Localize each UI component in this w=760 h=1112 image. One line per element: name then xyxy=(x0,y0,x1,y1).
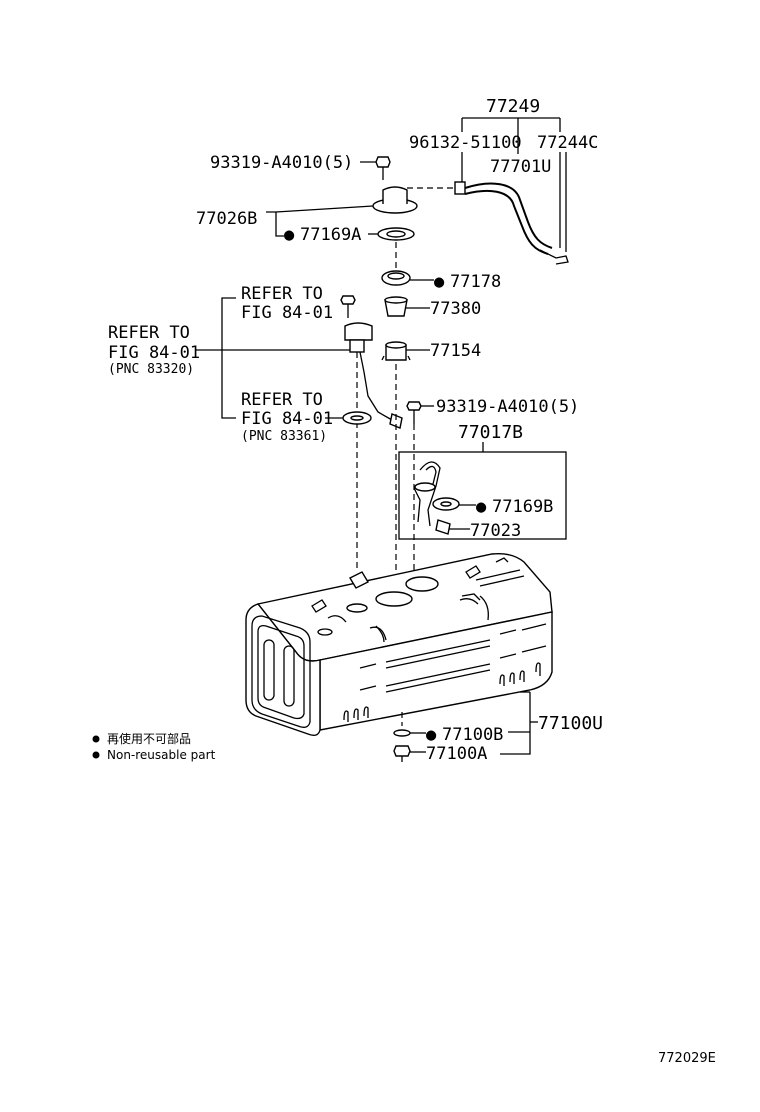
label-77244c: 77244C xyxy=(537,133,598,153)
filter-77023-icon xyxy=(435,519,451,535)
hose-clamp-icon xyxy=(454,181,466,195)
refer-pnc-label-2: (PNC 83320) xyxy=(108,362,194,377)
bullet-77169b: ● xyxy=(476,497,487,517)
legend-line-2: Non-reusable part xyxy=(107,748,216,762)
label-77249: 77249 xyxy=(486,96,540,117)
label-77100b: 77100B xyxy=(442,725,503,745)
refer-fig-label-3: FIG 84-01 xyxy=(241,409,333,429)
bolt-mid-icon xyxy=(406,401,422,424)
label-77100u: 77100U xyxy=(538,713,603,734)
pump-bracket-77154-icon xyxy=(381,341,411,361)
gasket-77169b-icon xyxy=(432,497,460,511)
fuel-tank-icon xyxy=(245,552,553,737)
refer-fig-label-1: FIG 84-01 xyxy=(241,303,333,323)
sender-cover-77026b xyxy=(372,186,455,214)
legend-bullet-icon xyxy=(92,751,100,759)
refer-to-label-3: REFER TO xyxy=(241,390,323,410)
label-77169b: 77169B xyxy=(492,497,553,517)
label-77380: 77380 xyxy=(430,299,481,319)
suction-pipe-77017b-icon xyxy=(413,461,441,527)
label-77100a: 77100A xyxy=(426,744,487,764)
refer-fig-label-2: FIG 84-01 xyxy=(108,343,200,363)
bullet-77100b: ● xyxy=(426,725,437,745)
bullet-77178: ● xyxy=(434,272,445,292)
label-77026b: 77026B xyxy=(196,209,257,229)
bullet-77169a: ● xyxy=(284,225,295,245)
label-77017b: 77017B xyxy=(458,422,523,443)
label-77178: 77178 xyxy=(450,272,501,292)
label-77023: 77023 xyxy=(470,521,521,541)
gasket-small-icon xyxy=(342,411,372,425)
gasket-77169a-icon xyxy=(377,227,415,241)
grommet-77178-icon xyxy=(381,270,411,286)
label-96132-51100: 96132-51100 xyxy=(409,133,522,153)
legend: 再使用不可部品 Non-reusable part xyxy=(92,731,216,762)
label-77701u: 77701U xyxy=(490,157,551,177)
refer-to-label-2: REFER TO xyxy=(108,323,190,343)
vent-hose-77701u xyxy=(454,181,569,265)
refer-to-label-1: REFER TO xyxy=(241,284,323,304)
label-77154: 77154 xyxy=(430,341,481,361)
drain-plug-77100a-icon xyxy=(393,745,411,762)
fuel-gauge-sender-icon xyxy=(344,322,403,568)
label-93319-mid: 93319-A4010(5) xyxy=(436,397,579,417)
refer-pnc-label-3: (PNC 83361) xyxy=(241,429,327,444)
small-bolt-icon xyxy=(340,295,356,318)
diagram-code: 772029E xyxy=(658,1051,716,1066)
legend-line-1: 再使用不可部品 xyxy=(107,731,191,746)
filter-77380-icon xyxy=(384,296,408,317)
label-77169a: 77169A xyxy=(300,225,361,245)
box-77017b xyxy=(398,451,567,540)
drain-gasket-77100b-icon xyxy=(393,729,411,737)
bolt-icon xyxy=(375,156,391,180)
bracket-77249 xyxy=(461,117,561,154)
label-93319-top: 93319-A4010(5) xyxy=(210,153,353,173)
legend-bullet-icon xyxy=(92,735,100,743)
